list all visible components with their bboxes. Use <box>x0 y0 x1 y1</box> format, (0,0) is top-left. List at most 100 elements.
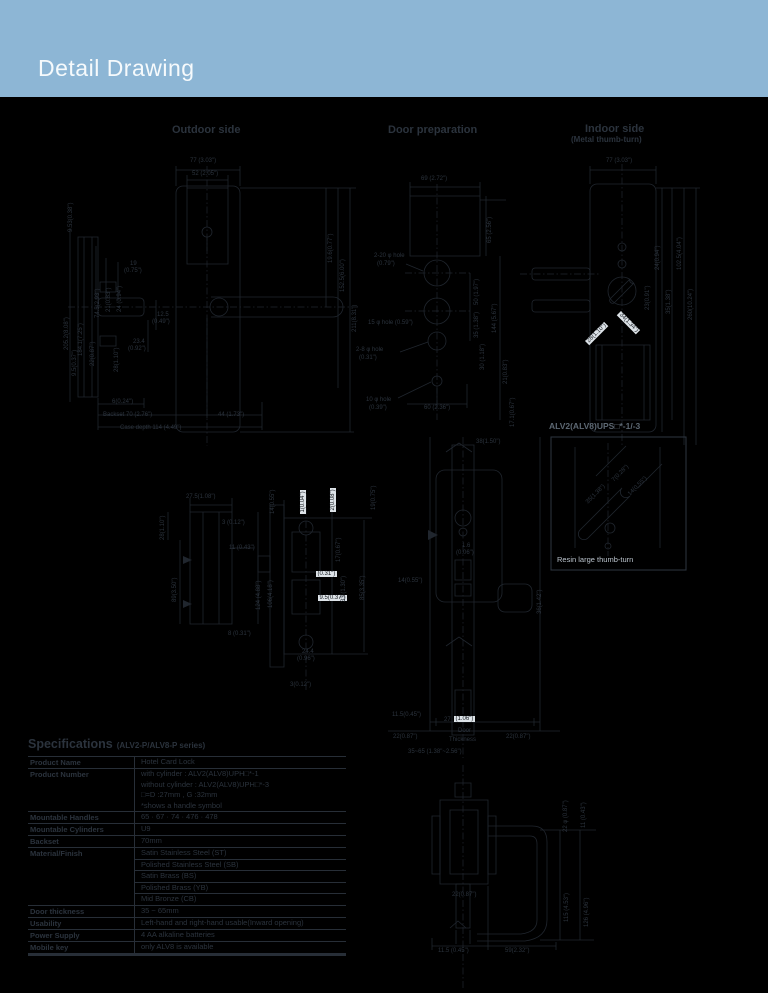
spec-value: Polished Stainless Steel (SB) <box>135 858 346 871</box>
bottom-handle-view <box>432 765 596 988</box>
dimension-label: 22(0.87") <box>452 892 477 898</box>
spec-value: Satin Stainless Steel (ST) <box>141 848 227 857</box>
spec-row-values: U9 <box>135 824 346 835</box>
dimension-label: (1.06") <box>454 716 475 723</box>
page-title: Detail Drawing <box>38 55 195 81</box>
specifications-table: Specifications(ALV2-P/ALV8-P series) Pro… <box>28 735 346 956</box>
dimension-label: 260(10.24") <box>688 288 694 320</box>
specifications-title: Specifications <box>28 737 113 751</box>
dimension-label: Thickness <box>449 737 477 743</box>
spec-row-label: Usability <box>28 917 135 929</box>
dimension-label: 102.5(4.04") <box>677 237 683 270</box>
inset-box-title: ALV2(ALV8)UPS□*-1/-3 <box>549 421 641 431</box>
spec-row-label: Material/Finish <box>28 848 135 905</box>
dimension-label: 126 (4.96") <box>584 897 590 927</box>
outdoor-side-view <box>70 228 262 430</box>
dimension-label: 19(0.75") <box>371 485 377 510</box>
spec-value: Polished Brass (YB) <box>135 881 346 894</box>
center-left-plate-view <box>168 498 258 624</box>
dimension-label: 9.53(0.38") <box>68 202 74 232</box>
dimension-label: 22(0.87") <box>506 734 531 740</box>
spec-value: *shows a handle symbol <box>141 800 222 810</box>
section-title-indoor: Indoor side <box>585 123 645 135</box>
spec-row: Product Name Hotel Card Lock <box>28 757 346 769</box>
dimension-label: 27.5(1.08") <box>186 494 216 500</box>
dimension-label: 22 φ (0.87") <box>563 800 569 832</box>
spec-row-label: Backset <box>28 836 135 847</box>
dimension-label: 22(0.87") <box>393 734 418 740</box>
dimension-label: 21(0.83") <box>503 359 509 384</box>
spec-row: Usability Left-hand and right-hand usable… <box>28 917 346 930</box>
spec-value: 65 · 67 · 74 · 476 · 478 <box>141 812 218 822</box>
dimension-label: 2(0.08") <box>330 487 337 512</box>
dimension-label: 14(0.55") <box>270 489 276 514</box>
dimension-label: 35~65 (1.38"~2.56") <box>408 749 462 755</box>
inset-box-caption: Resin large thumb-turn <box>557 555 634 564</box>
spec-row-values: 4 AA alkaline batteries <box>135 930 346 941</box>
dimension-label: 24.4 <box>302 649 314 655</box>
dimension-label: 35(1.38") <box>666 289 672 314</box>
dimension-label: 24 (0.94") <box>117 285 123 312</box>
section-title-door-preparation: Door preparation <box>388 124 478 136</box>
dimension-label: 44 (1.73") <box>218 412 245 418</box>
spec-value: without cylinder : ALV2(ALV8)UPH□*-3 <box>141 779 270 789</box>
dimension-label: 27 <box>444 717 451 723</box>
dimension-label: (0.79") <box>377 261 395 267</box>
spec-row-label: Door thickness <box>28 905 135 917</box>
dimension-label: 23(0.91") <box>645 285 651 310</box>
spec-value: Left-hand and right-hand usable(Inward o… <box>141 917 304 927</box>
dimension-label: 2-20 φ hole <box>374 253 405 259</box>
dimension-label: 14(0.55") <box>398 578 423 584</box>
dimension-label: (0.75") <box>124 268 142 274</box>
spec-value: Hotel Card Lock <box>141 757 195 767</box>
spec-row-values: only ALV8 is available <box>135 942 346 953</box>
dimension-label: 59(2.32") <box>505 948 530 954</box>
spec-row-values: Left-hand and right-hand usable(Inward o… <box>135 918 346 929</box>
dimension-label: (0.31") <box>316 571 337 578</box>
dimension-label: Case depth 114 (4.49") <box>120 425 182 431</box>
dimension-label: 2-8 φ hole <box>356 347 384 353</box>
dimension-label: Door <box>458 728 472 734</box>
dimension-label: 65 (2.56") <box>487 216 493 243</box>
dimension-label: 11.5(0.45") <box>392 712 422 718</box>
spec-value: with cylinder : ALV2(ALV8)UPH□*-1 <box>141 769 259 778</box>
right-door-section-view <box>388 437 560 758</box>
spec-row-label: Power Supply <box>28 929 135 941</box>
dimension-label: 1(0.04") <box>300 489 307 514</box>
dimension-label: (0.39") <box>369 405 387 411</box>
spec-value: only ALV8 is available <box>141 941 214 951</box>
spec-row-values: 65 · 67 · 74 · 476 · 478 <box>135 812 346 823</box>
dimension-label: 50 (1.97") <box>474 278 480 305</box>
dimension-label: 11 (0.43") <box>229 545 255 551</box>
page-header-band: Detail Drawing <box>0 0 768 97</box>
indoor-front-view <box>520 164 700 445</box>
dimension-label: (0.49") <box>152 319 170 325</box>
specifications-series: (ALV2-P/ALV8-P series) <box>116 741 206 750</box>
dimension-label: 6(0.24") <box>112 399 134 405</box>
dimension-label: 77 (3.03") <box>606 158 633 164</box>
dimension-label: 144 (5.67") <box>492 303 498 333</box>
dimension-label: 28(1.10") <box>160 515 166 540</box>
center-case-view <box>258 494 372 690</box>
spec-value: □=D :27mm , G :32mm <box>141 790 218 799</box>
dimension-label: 30 (1.18") <box>480 343 486 370</box>
dimension-label: 36(1.42") <box>537 589 543 614</box>
dimension-label: 38(1.50") <box>476 439 501 445</box>
spec-value: Satin Brass (BS) <box>135 870 346 882</box>
dimension-label: 69 (2.72") <box>421 176 448 182</box>
dimension-label: (0.92") <box>128 346 146 352</box>
dimension-label: 77 (3.03") <box>190 158 217 164</box>
dimension-label: 11 (0.43") <box>581 802 587 828</box>
dimension-label: 9.5(0.37") <box>72 349 78 376</box>
specifications-title-row: Specifications(ALV2-P/ALV8-P series) <box>28 735 346 753</box>
spec-row-label: Product Name <box>28 757 135 768</box>
section-title-outdoor: Outdoor side <box>172 124 241 136</box>
spec-row-values: Satin Stainless Steel (ST)Polished Stain… <box>135 848 346 905</box>
